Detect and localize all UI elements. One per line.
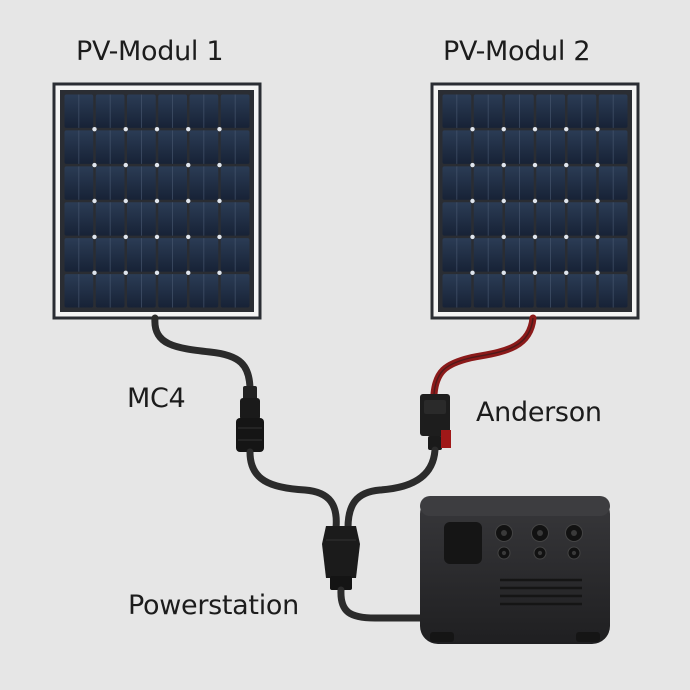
solar-cell-grid-2 <box>442 94 628 308</box>
anderson-label: Anderson <box>476 397 602 428</box>
powerstation-label: Powerstation <box>128 590 299 621</box>
cable-to-powerstation <box>337 586 429 622</box>
module-1-label: PV-Modul 1 <box>76 36 224 67</box>
pv-module-1 <box>52 82 262 320</box>
y-splitter <box>322 526 360 590</box>
anderson-connector <box>420 394 451 450</box>
cable-anderson-to-y <box>344 446 439 532</box>
powerstation <box>420 496 610 644</box>
port-array <box>495 524 583 560</box>
pv-module-2 <box>430 82 640 320</box>
vent-grille <box>500 578 582 606</box>
cable-module-1 <box>151 314 254 394</box>
module-2-label: PV-Modul 2 <box>443 36 591 67</box>
display-panel <box>444 522 482 564</box>
solar-cell-grid-1 <box>64 94 250 308</box>
mc4-connector <box>236 386 264 452</box>
cable-mc4-to-y <box>246 448 340 532</box>
mc4-label: MC4 <box>127 383 186 414</box>
